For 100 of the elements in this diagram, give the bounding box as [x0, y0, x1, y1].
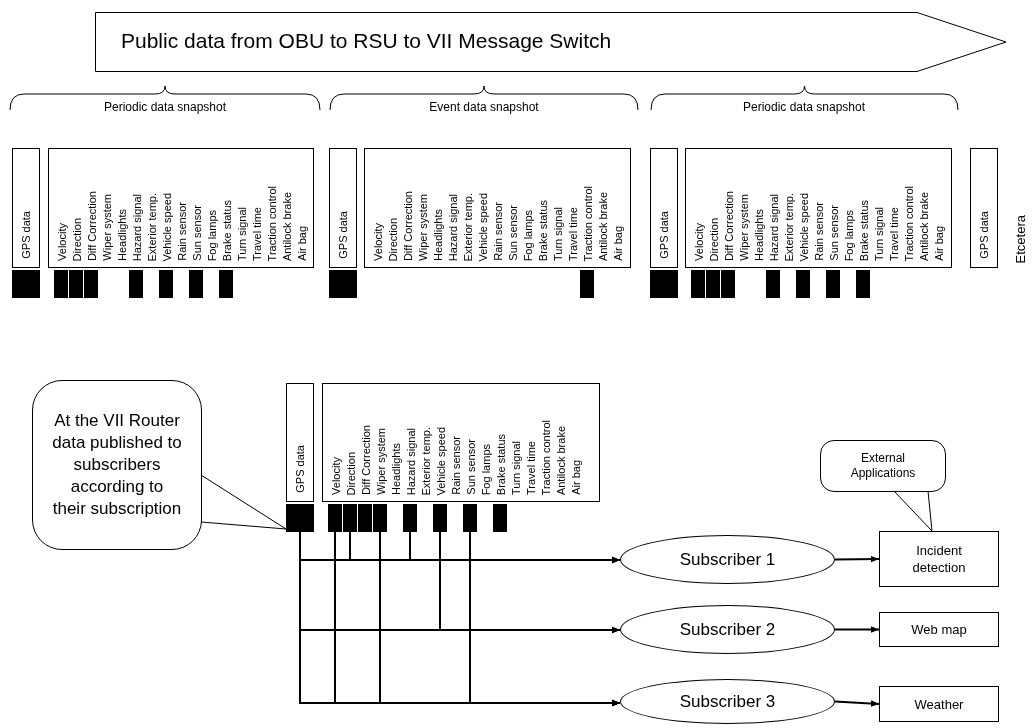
fields-box: [685, 148, 952, 268]
data-bar: [189, 270, 203, 298]
data-label: GPS data: [657, 211, 671, 259]
field-label: Air bag: [569, 460, 583, 495]
field-label: Traction control: [581, 185, 595, 261]
arrow: [469, 531, 621, 707]
subscriber-label: Subscriber 2: [679, 619, 776, 640]
field-label: Velocity: [371, 223, 385, 261]
data-bar: [493, 504, 507, 532]
data-bar: [403, 504, 417, 532]
field-label: Turn signal: [509, 441, 523, 495]
data-bar: [286, 504, 314, 532]
arrow: [439, 531, 621, 634]
field-label: Diff Correction: [359, 424, 373, 495]
snapshot-label: Periodic data snapshot: [103, 100, 227, 114]
callout-pointer: [200, 474, 287, 530]
data-bar: [373, 504, 387, 532]
application-label: Incident detection: [911, 542, 967, 576]
data-bar: [159, 270, 173, 298]
field-label: Headlights: [431, 209, 445, 261]
callout-text: At the VII Router data published to subscribers according to their subscription: [52, 410, 182, 520]
fields-box: [48, 148, 314, 268]
field-label: Traction control: [265, 185, 279, 261]
field-label: Rain sensor: [491, 202, 505, 261]
field-label: Velocity: [329, 457, 343, 495]
field-label: Travel time: [524, 441, 538, 495]
field-label: Diff Correction: [401, 190, 415, 261]
callout-bubble: [32, 380, 202, 550]
data-bar: [219, 270, 233, 298]
field-label: Wiper system: [374, 428, 388, 495]
field-label: Exterior temp.: [782, 192, 796, 261]
data-bar: [766, 270, 780, 298]
field-label: Sun sensor: [464, 439, 478, 495]
field-label: Diff Correction: [85, 190, 99, 261]
field-label: Fog lamps: [842, 209, 856, 261]
banner-arrow: [95, 12, 1007, 72]
etcetera-label: Etcetera: [1013, 215, 1028, 264]
field-label: Hazard signal: [130, 193, 144, 261]
data-bar: [433, 504, 447, 532]
data-label: GPS data: [19, 211, 33, 259]
field-label: Turn signal: [872, 207, 886, 261]
data-bar: [826, 270, 840, 298]
field-label: Brake status: [857, 199, 871, 261]
field-label: Exterior temp.: [419, 426, 433, 495]
callout-bubble: [820, 440, 946, 492]
data-box: [12, 148, 40, 268]
application-label: Web map: [910, 621, 968, 638]
field-label: Headlights: [752, 209, 766, 261]
field-label: Fog lamps: [521, 209, 535, 261]
field-label: Hazard signal: [767, 193, 781, 261]
field-label: Travel time: [250, 207, 264, 261]
data-bar: [721, 270, 735, 298]
data-bar: [54, 270, 68, 298]
data-bar: [796, 270, 810, 298]
field-label: Air bag: [611, 226, 625, 261]
field-label: Traction control: [539, 419, 553, 495]
data-label: GPS data: [293, 445, 307, 493]
data-label: GPS data: [977, 211, 991, 259]
field-label: Exterior temp.: [145, 192, 159, 261]
arrow: [834, 555, 880, 563]
field-label: Direction: [70, 217, 84, 261]
data-bar: [358, 504, 372, 532]
application-box: [879, 686, 999, 722]
field-label: Direction: [707, 217, 721, 261]
field-label: Antilock brake: [280, 191, 294, 261]
data-bar: [463, 504, 477, 532]
field-label: Antilock brake: [596, 191, 610, 261]
field-label: Velocity: [55, 223, 69, 261]
field-label: Antilock brake: [917, 191, 931, 261]
application-box: [879, 612, 999, 647]
field-label: Brake status: [494, 433, 508, 495]
field-label: Vehicle speed: [797, 192, 811, 261]
field-label: Vehicle speed: [160, 192, 174, 261]
callout-text: External Applications: [849, 451, 917, 481]
field-label: Diff Correction: [722, 190, 736, 261]
field-label: Travel time: [566, 207, 580, 261]
data-bar: [650, 270, 678, 298]
data-box: [286, 383, 314, 502]
field-label: Air bag: [295, 226, 309, 261]
subscriber-label: Subscriber 3: [679, 691, 776, 712]
data-bar: [328, 504, 342, 532]
field-label: Traction control: [902, 185, 916, 261]
field-label: Vehicle speed: [476, 192, 490, 261]
field-label: Headlights: [115, 209, 129, 261]
field-label: Wiper system: [737, 194, 751, 261]
field-label: Hazard signal: [446, 193, 460, 261]
field-label: Direction: [344, 451, 358, 495]
field-label: Rain sensor: [812, 202, 826, 261]
field-label: Headlights: [389, 443, 403, 495]
field-label: Sun sensor: [506, 205, 520, 261]
callout-pointer: [893, 490, 933, 532]
snapshot-label: Periodic data snapshot: [742, 100, 866, 114]
data-bar: [856, 270, 870, 298]
field-label: Sun sensor: [827, 205, 841, 261]
field-label: Velocity: [692, 223, 706, 261]
field-label: Turn signal: [551, 207, 565, 261]
snapshot-label: Event data snapshot: [429, 100, 539, 114]
field-label: Wiper system: [416, 194, 430, 261]
data-bar: [343, 504, 357, 532]
data-bar: [129, 270, 143, 298]
